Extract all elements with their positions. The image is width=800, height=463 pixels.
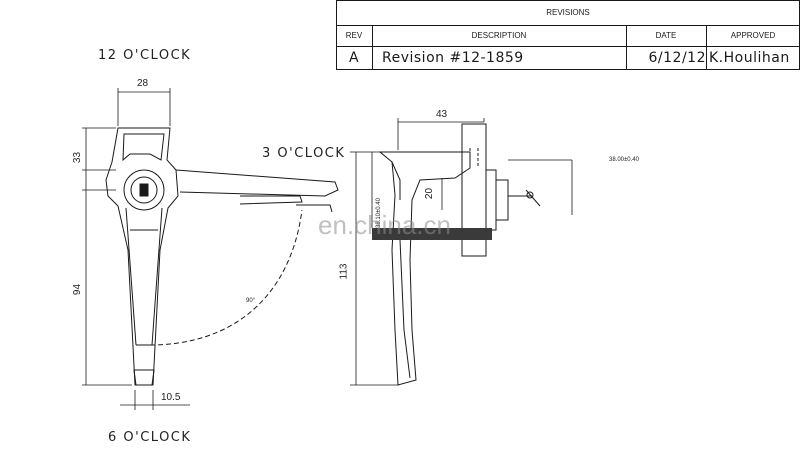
dim-front-length: 94	[72, 283, 84, 296]
dim-side-offset: 20	[424, 187, 436, 200]
rev-value: A	[348, 50, 360, 66]
revisions-title: REVISIONS	[546, 8, 590, 17]
front-view-handle	[105, 127, 179, 386]
description-value: Revision #12-1859	[382, 50, 524, 66]
revisions-table: REVISIONS REV DESCRIPTION DATE APPROVED …	[336, 0, 800, 70]
revisions-grid	[336, 0, 800, 70]
mount-band	[372, 228, 492, 240]
dim-side-length: 113	[338, 263, 350, 280]
six-oclock-label: 6 O'CLOCK	[108, 430, 192, 445]
approved-header: APPROVED	[730, 31, 776, 40]
watermark-text: en.china.cn	[318, 210, 451, 240]
dim-side-small-right: 38.00±0.40	[609, 157, 639, 163]
front-dimensions	[82, 88, 190, 410]
date-value: 6/12/12	[648, 50, 706, 66]
dim-rotation-angle: 90°	[246, 298, 256, 304]
dim-base-width: 10.5	[161, 392, 181, 403]
side-dimensions	[350, 118, 573, 386]
rev-header: REV	[345, 31, 363, 40]
dim-front-top-height: 33	[72, 151, 84, 164]
dim-side-depth: 43	[436, 109, 448, 120]
date-header: DATE	[655, 31, 677, 40]
approved-value: K.Houlihan	[709, 50, 790, 66]
twelve-oclock-label: 12 O'CLOCK	[98, 48, 192, 63]
side-view-handle	[378, 123, 541, 386]
description-header: DESCRIPTION	[471, 31, 527, 40]
rotated-handle	[149, 169, 339, 346]
three-oclock-label: 3 O'CLOCK	[262, 146, 346, 161]
dim-front-width: 28	[137, 78, 149, 89]
